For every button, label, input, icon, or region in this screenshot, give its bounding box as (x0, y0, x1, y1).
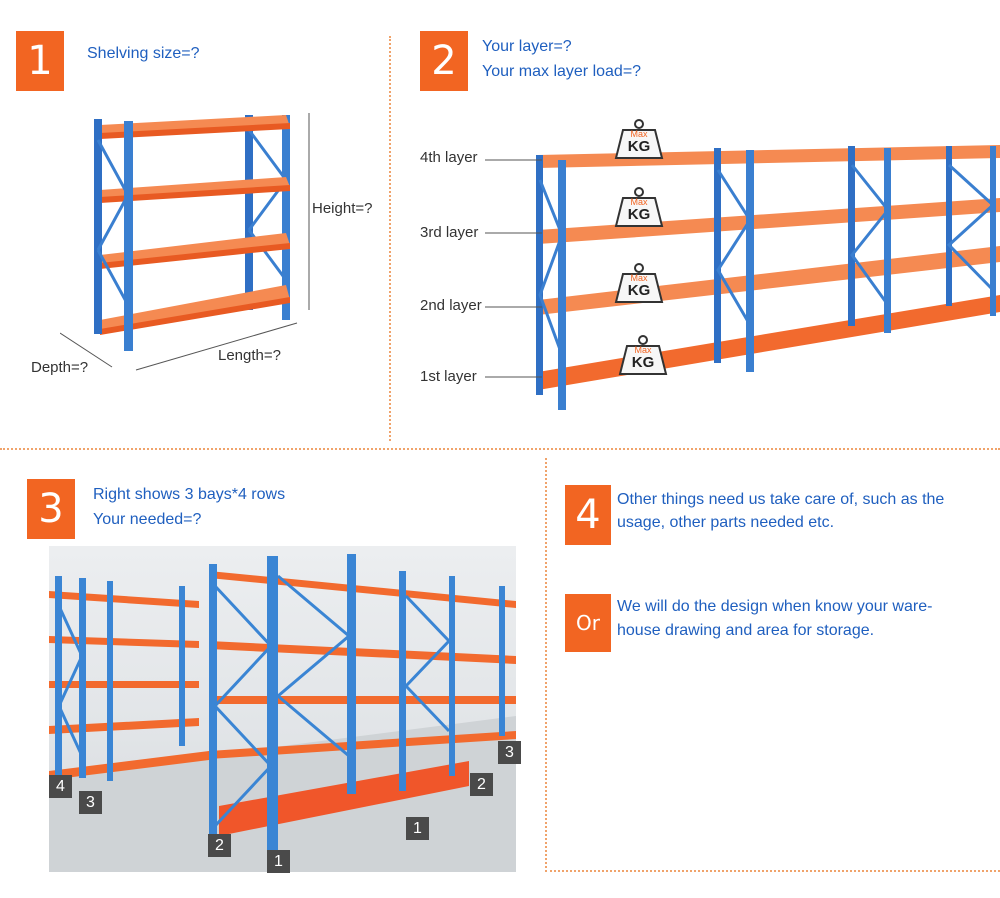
layer-label-4th: 4th layer (420, 149, 478, 166)
bay-marker: 1 (267, 850, 290, 873)
bays-rows-question: Your needed=? (93, 511, 202, 528)
bay-marker: 2 (208, 834, 231, 857)
section-4-number-badge: 4 (565, 485, 611, 545)
height-dimension-label: Height=? (312, 200, 373, 217)
weight-badge-layer-2: Max KG (614, 262, 664, 304)
bay-marker: 3 (498, 741, 521, 764)
multi-bay-rack-illustration (536, 145, 1000, 410)
divider-horizontal-bottom (545, 870, 1000, 872)
section-1-number-badge: 1 (16, 31, 64, 91)
section-2-number-badge: 2 (420, 31, 468, 91)
bay-marker: 1 (406, 817, 429, 840)
design-service-text-line2: house drawing and area for storage. (617, 622, 875, 639)
bay-marker: 2 (470, 773, 493, 796)
section-3-number-badge: 3 (27, 479, 75, 539)
warehouse-racks-drawing (49, 554, 516, 872)
layer-leader-lines (485, 159, 542, 378)
bay-marker: 4 (49, 775, 72, 798)
weight-badge-layer-1: Max KG (618, 334, 668, 376)
other-considerations-text-line1: Other things need us take care of, such … (617, 491, 945, 508)
shelving-unit-illustration (60, 113, 310, 371)
weight-icon (614, 119, 664, 159)
length-dimension-label: Length=? (218, 347, 281, 364)
shelving-size-question: Shelving size=? (87, 45, 200, 62)
design-service-text-line1: We will do the design when know your war… (617, 598, 933, 615)
weight-icon (614, 187, 664, 227)
depth-dimension-label: Depth=? (31, 359, 89, 376)
weight-icon (618, 335, 668, 375)
layer-label-1st: 1st layer (420, 368, 477, 385)
or-badge: Or (565, 594, 611, 652)
bay-marker: 3 (79, 791, 102, 814)
bays-rows-description: Right shows 3 bays*4 rows (93, 486, 286, 503)
other-considerations-text-line2: usage, other parts needed etc. (617, 514, 835, 531)
weight-badge-layer-3: Max KG (614, 186, 664, 228)
layer-label-3rd: 3rd layer (420, 224, 479, 241)
layer-count-question: Your layer=? (482, 38, 572, 55)
divider-vertical-bottom (545, 458, 547, 868)
warehouse-rack-photo (49, 546, 516, 872)
weight-badge-layer-4: Max KG (614, 118, 664, 160)
divider-vertical-top (389, 36, 391, 441)
divider-horizontal-middle (0, 448, 1000, 450)
layer-label-2nd: 2nd layer (420, 297, 482, 314)
layer-load-question: Your max layer load=? (482, 63, 642, 80)
weight-icon (614, 263, 664, 303)
